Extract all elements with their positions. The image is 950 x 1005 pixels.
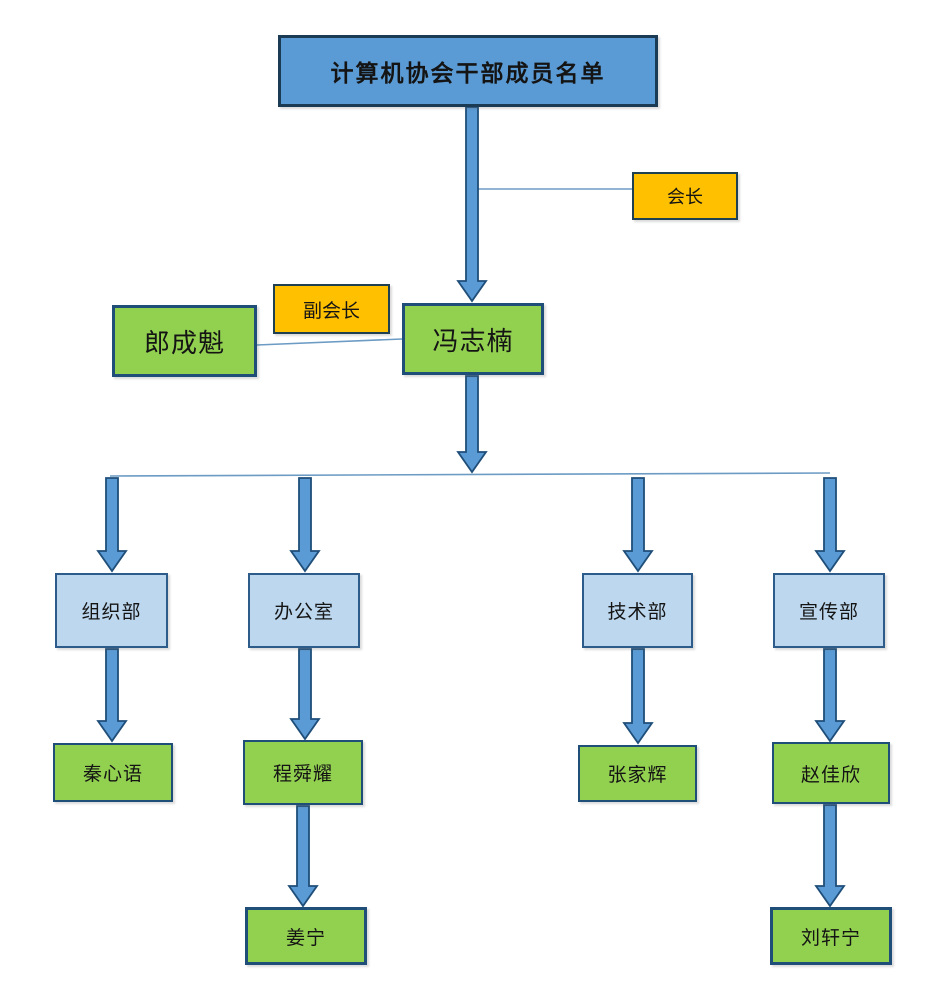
dept-label: 组织部: [81, 602, 142, 623]
member-box[interactable]: 秦心语: [53, 743, 173, 802]
president-name: 冯志楠: [432, 326, 514, 356]
president-name-box[interactable]: 冯志楠: [402, 303, 544, 375]
arrow-dept-1-to-member: [289, 648, 321, 741]
vice-president-role-box[interactable]: 副会长: [273, 284, 390, 334]
member-name: 姜宁: [285, 927, 326, 949]
vice-president-name-box[interactable]: 郎成魁: [112, 305, 257, 377]
member-name: 程舜耀: [272, 764, 333, 785]
vice-president-role-label: 副会长: [302, 300, 360, 322]
line-departments-branch: [109, 472, 831, 477]
arrow-member-3-0-to-member-3-1: [814, 804, 846, 908]
arrow-dept-3-to-member: [814, 648, 846, 743]
member-name: 刘轩宁: [800, 927, 861, 949]
member-name: 张家辉: [607, 765, 668, 786]
member-box[interactable]: 赵佳欣: [772, 742, 890, 804]
arrow-branch-to-dept-0: [96, 477, 128, 573]
dept-box-organization[interactable]: 组织部: [55, 573, 168, 648]
dept-label: 技术部: [607, 602, 668, 623]
dept-box-technology[interactable]: 技术部: [582, 573, 693, 648]
member-box[interactable]: 张家辉: [578, 745, 697, 802]
dept-label: 办公室: [273, 602, 334, 623]
member-box[interactable]: 程舜耀: [243, 740, 363, 805]
line-vice-name-to-president-name: [256, 338, 403, 346]
arrow-member-1-0-to-member-1-1: [287, 805, 319, 908]
arrow-president-name-to-branch: [456, 375, 488, 474]
member-name: 秦心语: [82, 764, 143, 785]
arrow-branch-to-dept-3: [814, 477, 846, 573]
arrow-branch-to-dept-2: [622, 477, 654, 573]
vice-president-name: 郎成魁: [143, 328, 225, 358]
arrow-dept-0-to-member: [96, 648, 128, 743]
president-role-label: 会长: [667, 187, 703, 207]
chart-title: 计算机协会干部成员名单: [330, 61, 606, 86]
member-box[interactable]: 刘轩宁: [770, 907, 892, 965]
dept-box-office[interactable]: 办公室: [248, 573, 360, 648]
arrow-dept-2-to-member: [622, 648, 654, 745]
member-name: 赵佳欣: [800, 764, 861, 786]
president-role-box[interactable]: 会长: [632, 172, 738, 220]
dept-label: 宣传部: [798, 602, 859, 623]
arrow-title-to-president-name: [456, 106, 488, 303]
arrow-branch-to-dept-1: [289, 477, 321, 573]
member-box[interactable]: 姜宁: [245, 907, 367, 965]
chart-title-box[interactable]: 计算机协会干部成员名单: [278, 35, 658, 107]
dept-box-publicity[interactable]: 宣传部: [773, 573, 885, 648]
